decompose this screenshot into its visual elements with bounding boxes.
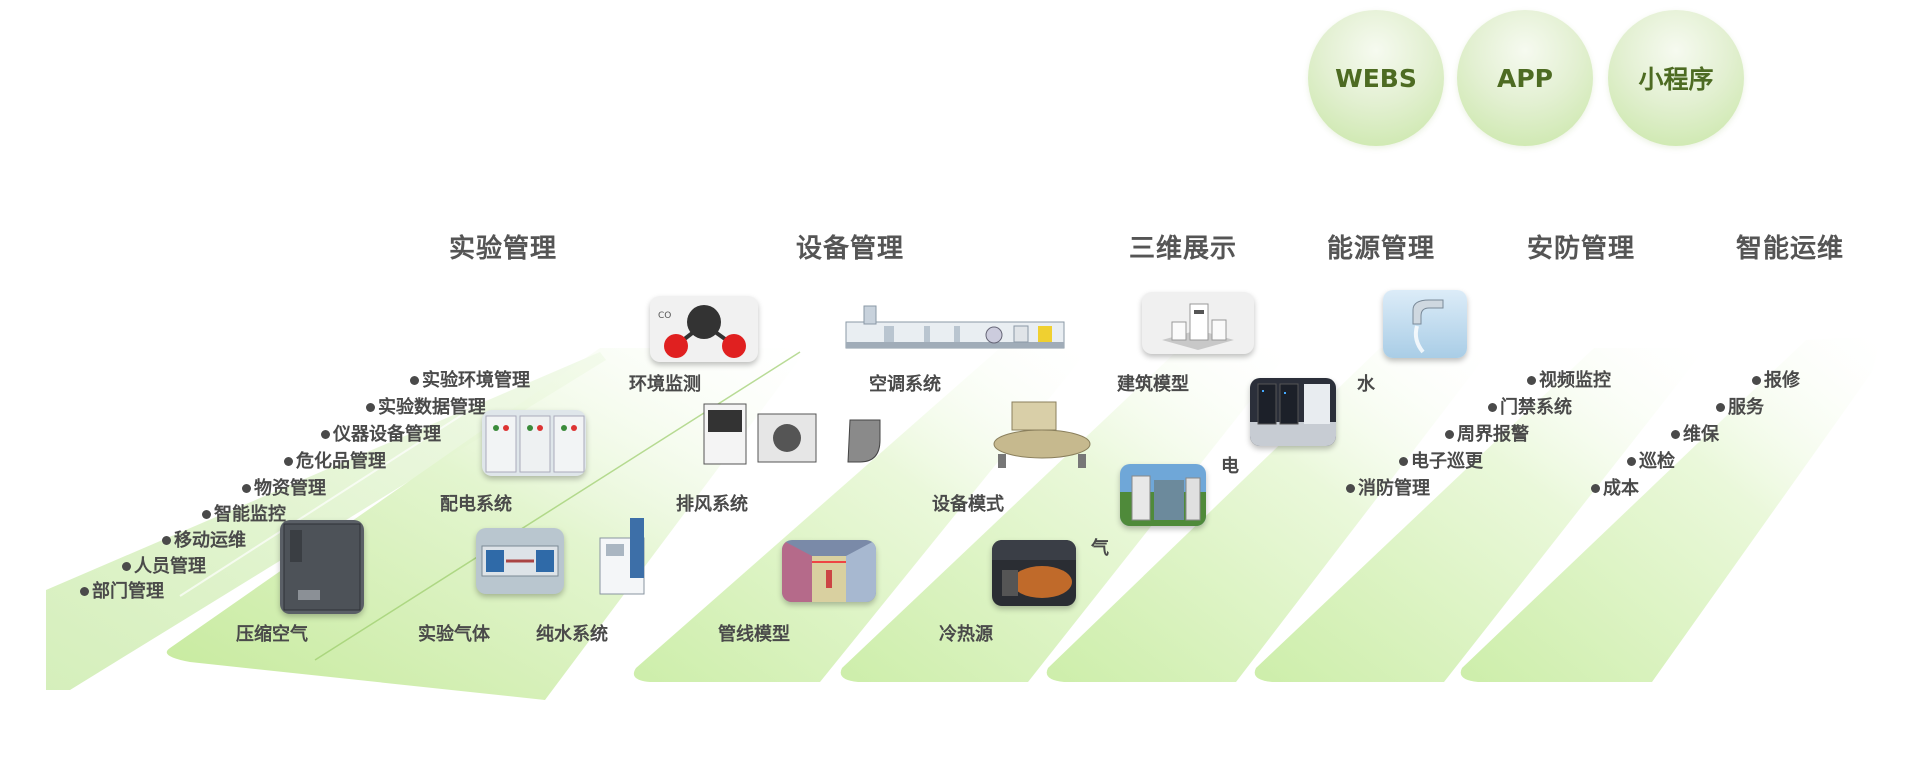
label-device-mode: 设备模式 bbox=[932, 494, 1004, 515]
band-energy bbox=[1046, 348, 1492, 682]
module-title-3d: 三维展示 bbox=[1128, 234, 1238, 264]
module-title-security: 安防管理 bbox=[1526, 234, 1636, 264]
list-item[interactable]: 报修 bbox=[1752, 366, 1800, 392]
svg-text:CO: CO bbox=[658, 311, 671, 321]
band-3d bbox=[840, 348, 1292, 682]
ac-system-image bbox=[844, 300, 1066, 358]
list-item[interactable]: 消防管理 bbox=[1346, 474, 1430, 500]
label-lab-gas: 实验气体 bbox=[418, 624, 490, 645]
list-item[interactable]: 智能监控 bbox=[202, 500, 286, 526]
platform-app[interactable]: APP bbox=[1457, 10, 1593, 146]
electric-image bbox=[1250, 378, 1336, 446]
compressed-air-image bbox=[280, 520, 364, 614]
label-compressed-air: 压缩空气 bbox=[236, 624, 308, 645]
label-pipeline-model: 管线模型 bbox=[718, 624, 790, 645]
list-item[interactable]: 视频监控 bbox=[1527, 366, 1611, 392]
list-item[interactable]: 实验环境管理 bbox=[410, 366, 530, 392]
label-power-distribution: 配电系统 bbox=[440, 494, 512, 515]
pipeline-model-image bbox=[782, 540, 876, 602]
list-item[interactable]: 服务 bbox=[1716, 393, 1764, 419]
cold-heat-source-image bbox=[992, 540, 1076, 606]
lab-gas-image bbox=[476, 528, 564, 594]
list-item[interactable]: 维保 bbox=[1671, 420, 1719, 446]
list-item[interactable]: 实验数据管理 bbox=[366, 393, 486, 419]
label-env-monitoring: 环境监测 bbox=[629, 374, 701, 395]
band-maintenance bbox=[1460, 336, 1882, 682]
water-tap-image bbox=[1383, 290, 1467, 358]
platform-webs[interactable]: WEBS bbox=[1308, 10, 1444, 146]
band-security bbox=[1254, 348, 1706, 682]
list-item[interactable]: 物资管理 bbox=[242, 474, 326, 500]
pure-water-image bbox=[592, 514, 662, 598]
list-item[interactable]: 移动运维 bbox=[162, 526, 246, 552]
label-cold-heat-source: 冷热源 bbox=[939, 624, 993, 645]
label-electric: 电 bbox=[1221, 456, 1239, 477]
label-ac-system: 空调系统 bbox=[869, 374, 941, 395]
platform-mini-program[interactable]: 小程序 bbox=[1608, 10, 1744, 146]
list-item[interactable]: 仪器设备管理 bbox=[321, 420, 441, 446]
list-item[interactable]: 部门管理 bbox=[80, 577, 164, 603]
device-mode-image bbox=[990, 400, 1094, 472]
list-item[interactable]: 周界报警 bbox=[1445, 420, 1529, 446]
module-title-experiment: 实验管理 bbox=[448, 234, 558, 264]
power-distribution-image bbox=[482, 410, 586, 476]
module-title-energy: 能源管理 bbox=[1326, 234, 1436, 264]
list-item[interactable]: 巡检 bbox=[1627, 447, 1675, 473]
exhaust-system-image bbox=[700, 400, 900, 472]
building-model-image bbox=[1142, 292, 1254, 354]
label-water: 水 bbox=[1357, 374, 1375, 395]
band-equipment bbox=[633, 348, 1090, 682]
list-item[interactable]: 危化品管理 bbox=[284, 447, 386, 473]
label-pure-water: 纯水系统 bbox=[536, 624, 608, 645]
list-item[interactable]: 电子巡更 bbox=[1399, 447, 1483, 473]
module-title-maintenance: 智能运维 bbox=[1735, 234, 1845, 264]
env-monitoring-image: CO bbox=[650, 296, 758, 362]
list-item[interactable]: 门禁系统 bbox=[1488, 393, 1572, 419]
list-item[interactable]: 人员管理 bbox=[122, 552, 206, 578]
label-gas: 气 bbox=[1091, 538, 1109, 559]
label-building-model: 建筑模型 bbox=[1117, 374, 1189, 395]
label-exhaust-system: 排风系统 bbox=[676, 494, 748, 515]
gas-image bbox=[1120, 464, 1206, 526]
module-title-equipment: 设备管理 bbox=[795, 234, 905, 264]
list-item[interactable]: 成本 bbox=[1591, 474, 1639, 500]
